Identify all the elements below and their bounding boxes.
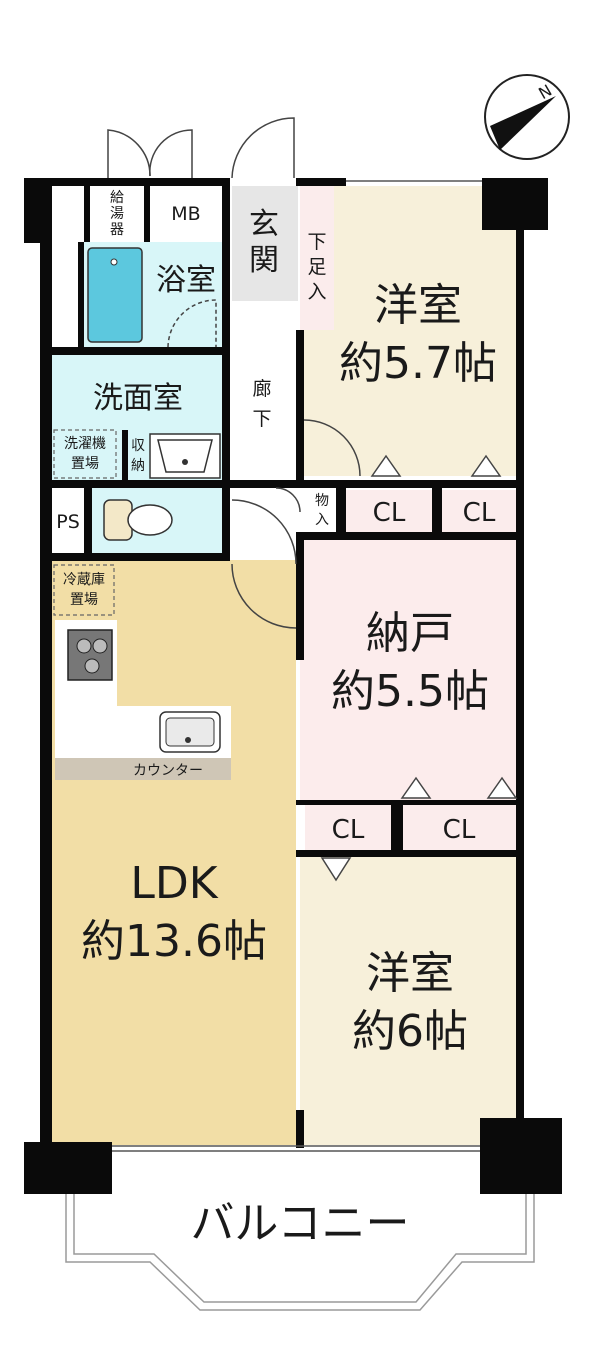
western-room-2-size: 約6帖 — [352, 1006, 468, 1057]
western-room-1-name: 洋室 — [374, 280, 462, 331]
laundry-space-label-1: 洗濯機 — [64, 436, 106, 452]
kitchen-sink-icon — [159, 711, 221, 753]
balcony-name: バルコニー — [190, 1198, 409, 1249]
washroom-storage-label-1: 収 — [131, 438, 145, 454]
hallway-label-1: 廊 — [252, 378, 271, 400]
entrance-floor — [232, 186, 298, 301]
washbasin-icon — [149, 433, 221, 479]
closet-floor-2 — [442, 490, 516, 532]
western-room-2-floor — [300, 855, 518, 1145]
washroom-name: 洗面室 — [93, 381, 183, 416]
storage-closet-label-1: 物 — [315, 493, 329, 509]
walls — [24, 178, 562, 1194]
closet-floor-4 — [403, 805, 516, 850]
water-heater-label-3: 器 — [110, 222, 124, 238]
north-compass-icon: N — [484, 74, 570, 160]
fridge-space-label-2: 置場 — [70, 592, 98, 608]
shoe-storage-label-1: 下 — [307, 231, 326, 253]
storage-closet-label-2: 入 — [315, 512, 329, 528]
laundry-space-label-2: 置場 — [71, 456, 99, 472]
ldk-name: LDK — [130, 858, 218, 909]
western-room-2-name: 洋室 — [366, 948, 454, 999]
gas-stove-icon — [67, 629, 113, 681]
closet-door-marks — [320, 454, 518, 882]
door-swings — [107, 117, 361, 629]
washroom-storage-label-2: 納 — [131, 458, 145, 474]
water-heater-label-1: 給 — [110, 190, 124, 206]
western-room-1-floor — [300, 186, 518, 476]
bathtub-icon — [87, 247, 143, 343]
water-heater-label-2: 湯 — [110, 205, 124, 222]
western-room-1-size: 約5.7帖 — [339, 338, 497, 389]
shoe-storage-floor — [300, 186, 334, 330]
windows — [112, 180, 482, 1152]
storage-room-floor — [300, 540, 518, 800]
closet-floor-3 — [305, 805, 391, 850]
balcony-outline — [65, 1194, 535, 1311]
counter-strip — [55, 758, 231, 780]
closet-label-lower-right: CL — [443, 815, 476, 845]
entrance-label-1: 玄 — [249, 207, 279, 242]
shoe-storage-label-3: 入 — [307, 281, 326, 303]
closet-labels: CL CL CL CL — [332, 498, 496, 845]
shoe-storage-label-2: 足 — [307, 256, 326, 278]
ldk-size: 約13.6帖 — [81, 916, 267, 967]
closet-floor-1 — [346, 490, 432, 532]
bathroom-name: 浴室 — [156, 263, 216, 298]
room-labels: 洋室 約5.7帖 納戸 約5.5帖 洋室 約6帖 LDK 約13.6帖 浴室 洗… — [81, 207, 497, 1249]
storage-room-size: 約5.5帖 — [331, 666, 489, 717]
entrance-label-2: 関 — [249, 243, 279, 278]
pipe-space-label: PS — [56, 511, 80, 533]
closet-label-room1-left: CL — [373, 498, 406, 528]
fixture-labels: 給 湯 器 MB PS 下 足 入 洗濯機 置場 収 納 物 入 冷蔵庫 置場 … — [56, 190, 329, 779]
hallway-label-2: 下 — [252, 408, 271, 430]
fridge-space-label-1: 冷蔵庫 — [63, 571, 105, 588]
dashed-spaces — [53, 429, 117, 616]
storage-room-name: 納戸 — [366, 608, 454, 659]
toilet-icon — [103, 499, 173, 541]
closet-label-lower-left: CL — [332, 815, 365, 845]
meter-box-label: MB — [171, 203, 200, 225]
counter-label: カウンター — [133, 763, 203, 779]
closet-label-room1-right: CL — [463, 498, 496, 528]
